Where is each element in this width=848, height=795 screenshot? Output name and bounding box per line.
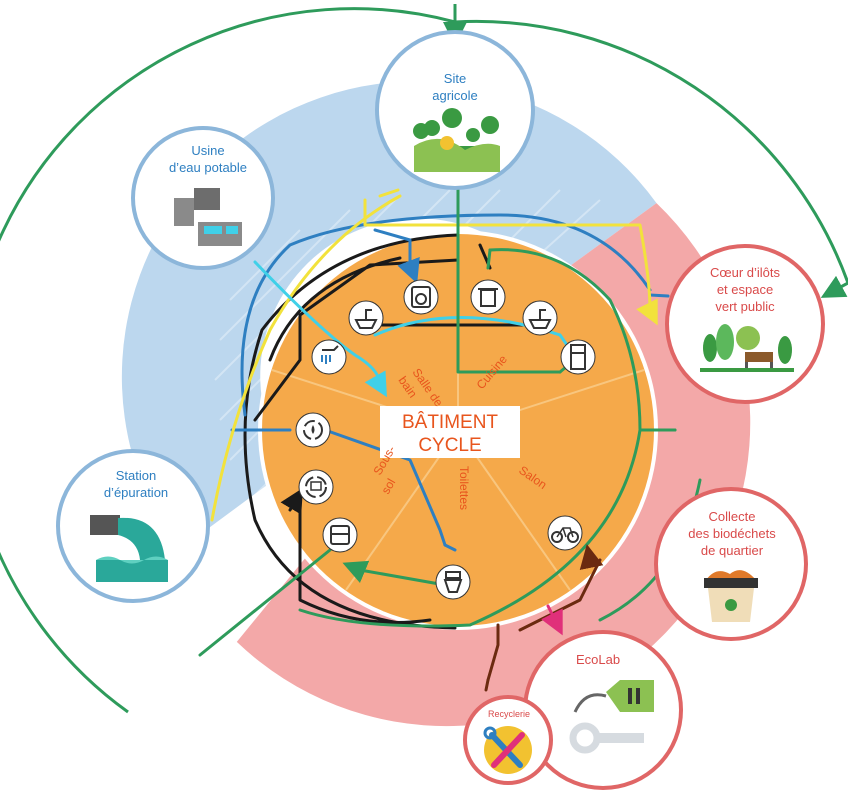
cyan-arrows bbox=[380, 333, 569, 392]
collecte-line3: de quartier bbox=[701, 543, 764, 558]
outflow-pipe-icon bbox=[90, 515, 168, 582]
coeur-line3: vert public bbox=[715, 299, 775, 314]
sink-icon bbox=[348, 300, 384, 336]
recyclerie-label: Recyclerie bbox=[488, 709, 530, 719]
toilet-icon bbox=[435, 564, 471, 600]
coeur-line1: Cœur d’ilôts bbox=[710, 265, 781, 280]
key-tag-icon bbox=[569, 680, 654, 754]
farm-field-icon bbox=[413, 108, 500, 172]
fridge-icon bbox=[560, 339, 596, 375]
site-agricole-line1: Site bbox=[444, 71, 466, 86]
black-flow bbox=[243, 233, 532, 630]
node-coeur-ilots: Cœur d’ilôts et espace vert public bbox=[665, 244, 825, 404]
toilet-recycle-icon bbox=[298, 469, 334, 505]
collecte-line1: Collecte bbox=[709, 509, 756, 524]
node-recyclerie: Recyclerie bbox=[463, 695, 553, 785]
shower-icon bbox=[311, 339, 347, 375]
bicycle-icon bbox=[547, 515, 583, 551]
compost-bin-icon bbox=[704, 570, 758, 622]
green-flow bbox=[198, 178, 702, 657]
room-label-sous-sol-2: sol bbox=[378, 476, 398, 496]
site-agricole-line2: agricole bbox=[432, 88, 478, 103]
ecolab-label: EcoLab bbox=[576, 652, 620, 667]
node-ecolab: EcoLab bbox=[523, 630, 683, 790]
washing-machine-icon bbox=[403, 279, 439, 315]
park-icon bbox=[700, 324, 794, 372]
station-line1: Station bbox=[116, 468, 156, 483]
center-label-box bbox=[380, 406, 520, 458]
brown-arrows bbox=[484, 550, 590, 692]
blue-arrows bbox=[410, 265, 670, 552]
node-collecte-biodechets: Collecte des biodéchets de quartier bbox=[654, 487, 808, 641]
coeur-line2: et espace bbox=[717, 282, 773, 297]
magenta-flow bbox=[541, 604, 563, 636]
outer-green-loop bbox=[0, 7, 848, 714]
water-plant-icon bbox=[174, 188, 242, 246]
collecte-line2: des biodéchets bbox=[688, 526, 776, 541]
room-label-toilettes: Toilettes bbox=[457, 466, 471, 510]
center-title-line2: CYCLE bbox=[418, 435, 481, 456]
node-site-agricole: Site agricole bbox=[375, 30, 535, 190]
brown-flow bbox=[486, 558, 602, 682]
sink-icon bbox=[522, 300, 558, 336]
usine-line2: d’eau potable bbox=[169, 160, 247, 175]
water-recycle-icon bbox=[295, 412, 331, 448]
blue-flow bbox=[230, 213, 652, 547]
node-usine-eau-potable: Usine d’eau potable bbox=[131, 126, 275, 270]
node-station-epuration: Station d’épuration bbox=[56, 449, 210, 603]
tools-icon bbox=[483, 726, 532, 774]
station-line2: d’épuration bbox=[104, 485, 168, 500]
green-arrow-coeur bbox=[820, 275, 848, 298]
yellow-arrows bbox=[378, 188, 655, 320]
trash-bin-icon bbox=[470, 279, 506, 315]
center-title-line1: BÂTIMENT bbox=[402, 411, 498, 433]
usine-line1: Usine bbox=[191, 143, 224, 158]
boiler-icon bbox=[322, 517, 358, 553]
